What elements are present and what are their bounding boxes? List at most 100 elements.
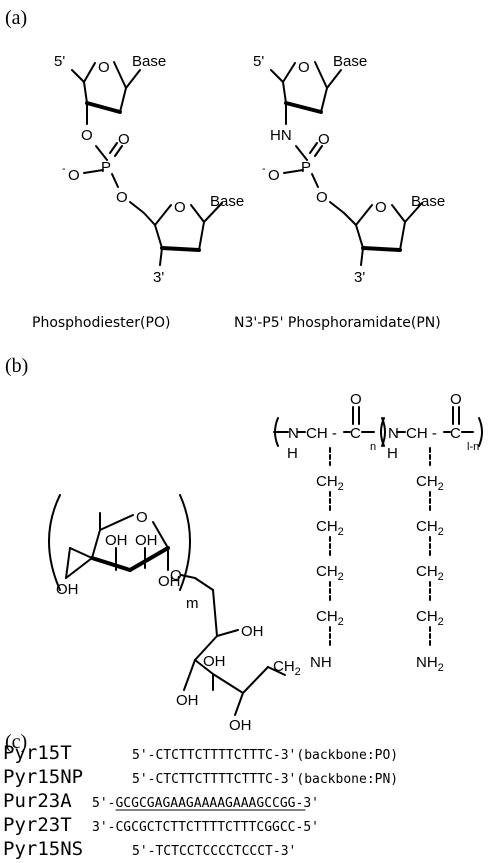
po-three-prime: 3' <box>153 269 164 286</box>
chain1-n-index: n <box>370 441 376 453</box>
chain2-c: C <box>450 425 461 442</box>
chain2-ch2-d: CH2 <box>416 608 444 628</box>
chain2-h: H <box>387 445 398 462</box>
chain2-ch2-a: CH2 <box>416 473 444 493</box>
sequence-prefix: 5'- <box>132 772 155 787</box>
chain2-o: O <box>450 391 462 408</box>
po-minus: - <box>62 163 66 175</box>
pn-five-prime: 5' <box>253 53 264 70</box>
lysine-chain1-bonds <box>329 447 431 646</box>
panel-c-label: (c) <box>5 731 27 753</box>
dextran-oh7: OH <box>176 692 199 709</box>
pn-ring-o-top: O <box>298 59 310 76</box>
pn-base-top: Base <box>333 53 367 70</box>
sequence-note: (backbone:PO) <box>296 748 398 763</box>
sequence-seq: CTCTTCTTTTCTTTC <box>155 772 272 787</box>
dextran-oh5: OH <box>203 653 226 670</box>
po-o-minus: O <box>68 167 80 184</box>
chain1-ch2-b: CH2 <box>316 518 344 538</box>
chain1-ch2-a: CH2 <box>316 473 344 493</box>
po-o-double: O <box>118 131 130 148</box>
chain2-ch: CH - <box>406 425 437 442</box>
sequence-suffix: -3' <box>296 796 319 811</box>
pn-linker: HN <box>270 127 292 144</box>
po-five-prime: 5' <box>54 53 65 70</box>
po-top-sugar <box>71 61 141 125</box>
dextran-nh: NH <box>310 654 332 671</box>
chain1-c: C <box>350 425 361 442</box>
peptide-backbone <box>273 406 483 447</box>
sequence-prefix: 5'- <box>132 844 155 859</box>
po-p: P <box>101 159 111 176</box>
sequence-name: Pyr23T <box>3 814 72 836</box>
chain2-index: l-n <box>467 441 479 453</box>
panel-b-label: (b) <box>5 355 28 377</box>
po-base-bottom: Base <box>210 193 244 210</box>
po-caption: Phosphodiester(PO) <box>32 315 170 331</box>
pn-top-sugar <box>270 61 342 125</box>
chain1-ch: CH - <box>306 425 337 442</box>
sequence-name: Pur23A <box>3 790 72 812</box>
chain1-ch2-d: CH2 <box>316 608 344 628</box>
sequence-text: 3'-CGCGCTCTTCTTTTCTTTCGGCC-5' <box>92 820 319 835</box>
sequence-text: 5'-CTCTTCTTTTCTTTC-3'(backbone:PO) <box>132 748 398 763</box>
pn-base-bottom: Base <box>411 193 445 210</box>
sequence-name: Pyr15T <box>3 742 72 764</box>
sequence-prefix: 3'- <box>92 820 115 835</box>
pn-o-double: O <box>318 131 330 148</box>
chain2-ch2-c: CH2 <box>416 563 444 583</box>
chain2-ch2-b: CH2 <box>416 518 444 538</box>
sequence-text: 5'-GCGCGAGAAGAAAAGAAAGCCGG-3' <box>92 796 319 811</box>
chain1-o: O <box>350 391 362 408</box>
dextran-ch2-link: CH2 <box>273 658 301 678</box>
sequence-suffix: -3' <box>273 748 296 763</box>
dextran-ring <box>48 494 214 591</box>
pn-caption: N3'-P5' Phosphoramidate(PN) <box>234 315 441 331</box>
dextran-oh-bottom: OH <box>158 573 181 590</box>
sequence-seq: CGCGCTCTTCTTTTCTTTCGGCC <box>115 820 295 835</box>
chain1-n: N <box>288 425 299 442</box>
dextran-oh4: OH <box>241 623 264 640</box>
po-linker: O <box>81 127 93 144</box>
sequence-suffix: -5' <box>296 820 319 835</box>
pn-phosphate-bonds <box>283 142 345 214</box>
pn-o-minus: O <box>268 167 280 184</box>
dextran-m: m <box>186 595 199 612</box>
sequence-name: Pyr15NP <box>3 766 83 788</box>
pn-p: P <box>301 159 311 176</box>
sequence-suffix: -3' <box>273 844 296 859</box>
chain2-n: N <box>388 425 399 442</box>
pn-o-ester: O <box>316 189 328 206</box>
sequence-prefix: 5'- <box>92 796 115 811</box>
po-ring-o-bottom: O <box>174 199 186 216</box>
dextran-oh2: OH <box>135 532 158 549</box>
sequence-text: 5'-TCTCCTCCCCTCCCT-3' <box>132 844 296 859</box>
chain1-ch2-c: CH2 <box>316 563 344 583</box>
po-o-ester: O <box>116 189 128 206</box>
pn-ring-o-bottom: O <box>375 199 387 216</box>
pn-minus: - <box>262 163 266 175</box>
sequence-seq: GCGCGAGAAGAAAAGAAAGCCGG <box>115 796 295 811</box>
dextran-open-chain <box>183 589 286 716</box>
pn-bottom-sugar <box>343 202 423 266</box>
po-base-top: Base <box>132 53 166 70</box>
sequence-prefix: 5'- <box>132 748 155 763</box>
dextran-oh8: OH <box>229 717 252 734</box>
dextran-link-o: O <box>170 567 182 584</box>
po-ring-o-top: O <box>98 59 110 76</box>
sequence-suffix: -3' <box>273 772 296 787</box>
dextran-ring-o: O <box>136 509 148 526</box>
pn-three-prime: 3' <box>354 269 365 286</box>
dextran-oh1: OH <box>105 532 128 549</box>
sequence-seq: TCTCCTCCCCTCCCT <box>155 844 273 859</box>
sequence-text: 5'-CTCTTCTTTTCTTTC-3'(backbone:PN) <box>132 772 398 787</box>
dextran-oh3: OH <box>56 581 79 598</box>
po-phosphate-bonds <box>83 142 145 214</box>
sequence-seq: CTCTTCTTTTCTTTC <box>155 748 272 763</box>
po-bottom-sugar <box>143 202 223 266</box>
sequence-note: (backbone:PN) <box>296 772 398 787</box>
chain2-nh2: NH2 <box>416 654 444 674</box>
sequence-name: Pyr15NS <box>3 838 83 860</box>
